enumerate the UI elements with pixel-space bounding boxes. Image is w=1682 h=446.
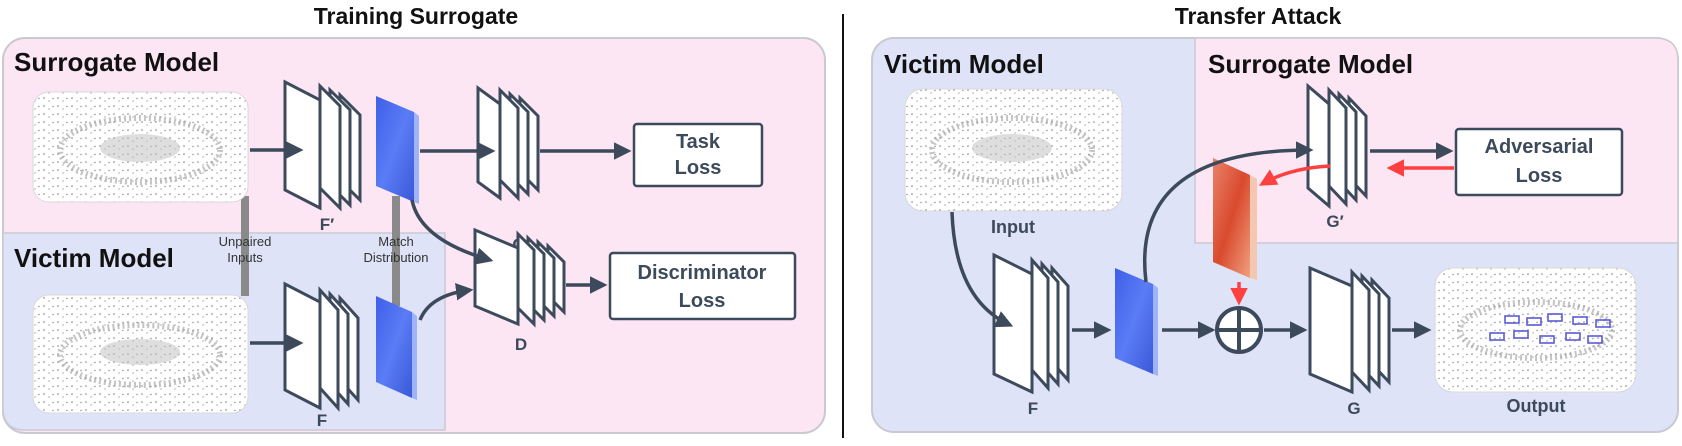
attack-output-pointcloud [1434,267,1637,393]
detection-boxes [1489,313,1611,344]
adversarial-loss-label-1: Adversarial [1485,136,1594,158]
attack-decoder-g [1308,265,1391,395]
attack-f-label: F [1028,399,1038,418]
adversarial-loss-label-2: Loss [1516,165,1563,187]
task-loss-label-2: Loss [675,157,722,179]
left-arrows [250,141,632,352]
attack-g-label: G [1347,399,1360,418]
discriminator-d [473,227,566,328]
left-title: Training Surrogate [314,3,518,29]
victim-input-pointcloud [32,294,249,414]
encoder-f-prime [283,79,362,212]
f-prime-label: F′ [320,215,334,234]
output-label: Output [1507,396,1566,416]
right-title: Transfer Attack [1175,3,1342,29]
match-connector [392,196,400,306]
adversarial-loss-box [1454,127,1624,197]
right-surrogate-label: Surrogate Model [1208,49,1413,79]
d-label: D [515,335,527,354]
adversarial-perturbation [1213,158,1257,280]
f-label: F [317,411,327,430]
red-gradient-arrows [1230,159,1454,306]
unpaired-connector [241,196,249,296]
attack-g-prime-label: G′ [1326,212,1343,231]
discriminator-loss-box [608,251,797,321]
encoder-f [283,281,360,412]
input-label: Input [991,217,1035,237]
unpaired-label-1: Unpaired [219,234,272,249]
unpaired-label-2: Inputs [227,250,263,265]
victim-feature-map [376,296,417,400]
match-label-1: Match [378,234,413,249]
discriminator-loss-label-1: Discriminator [638,262,767,284]
attack-input-pointcloud [904,88,1123,212]
attack-feature-map [1115,268,1158,376]
match-label-2: Distribution [363,250,428,265]
task-loss-box [632,122,764,188]
right-victim-label: Victim Model [884,49,1044,79]
attack-decoder-g-prime [1306,82,1368,210]
discriminator-loss-label-2: Loss [679,290,726,312]
surrogate-input-pointcloud [32,91,249,203]
left-victim-label: Victim Model [14,243,174,273]
left-surrogate-label: Surrogate Model [14,47,219,77]
right-arrows [950,141,1454,339]
surrogate-feature-map [376,96,419,204]
task-loss-label-1: Task [676,131,721,153]
